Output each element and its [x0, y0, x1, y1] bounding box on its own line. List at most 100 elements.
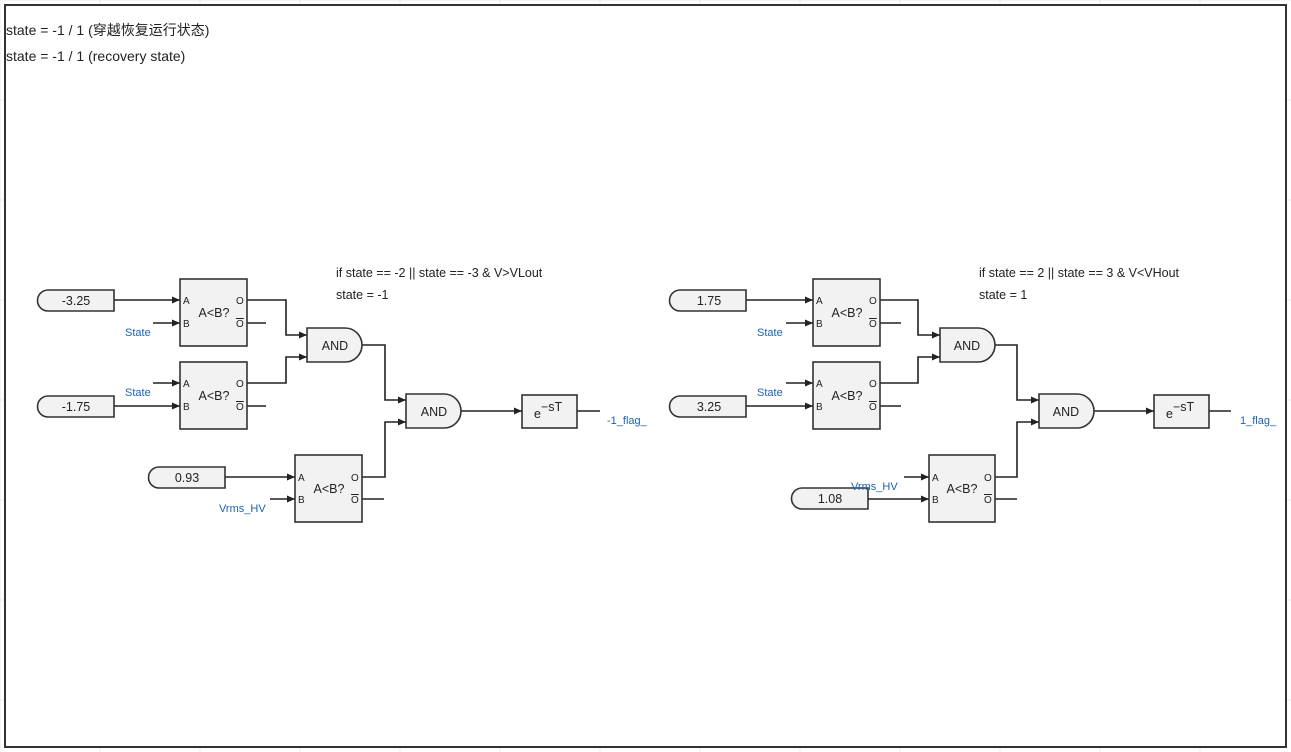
- constant-box: [790, 487, 869, 510]
- left-comparator-2[interactable]: A<B? A B O O: [179, 361, 248, 430]
- right-constant-3[interactable]: 1.08: [790, 487, 869, 510]
- and-gate-label: AND: [1053, 405, 1079, 419]
- arrowhead: [287, 495, 295, 503]
- comparator-label: A<B?: [947, 482, 978, 496]
- port-a-label: A: [816, 379, 823, 390]
- left-condition-note: if state == -2 || state == -3 & V>VLout: [336, 266, 543, 280]
- constant-value: 3.25: [697, 400, 721, 414]
- arrowhead: [299, 331, 307, 339]
- comparator-label: A<B?: [832, 389, 863, 403]
- port-obar-label: O: [869, 402, 877, 413]
- constant-box: [36, 395, 115, 418]
- port-o-label: O: [869, 379, 877, 390]
- port-b-label: B: [816, 402, 823, 413]
- arrowhead: [921, 495, 929, 503]
- and-gate-label: AND: [954, 339, 980, 353]
- port-obar-label: O: [236, 402, 244, 413]
- constant-box: [36, 289, 115, 312]
- port-o-label: O: [351, 473, 359, 484]
- port-a-label: A: [183, 379, 190, 390]
- arrowhead: [398, 396, 406, 404]
- right-comparator-2[interactable]: A<B? A B O O: [812, 361, 881, 430]
- arrowhead: [514, 407, 522, 415]
- right-and-gate-2[interactable]: AND: [1038, 393, 1095, 429]
- comparator-block: [179, 361, 248, 430]
- signal-label-state: State: [125, 387, 151, 399]
- right-constant-2[interactable]: 3.25: [668, 395, 747, 418]
- port-a-label: A: [298, 473, 305, 484]
- comparator-block: [812, 361, 881, 430]
- signal-label-vrms: Vrms_HV: [851, 481, 898, 493]
- delay-exponent: −sT: [1173, 400, 1195, 414]
- output-flag-label: 1_flag_: [1240, 415, 1277, 427]
- port-b-label: B: [816, 319, 823, 330]
- port-o-label: O: [236, 296, 244, 307]
- constant-box: [147, 466, 226, 489]
- right-comparator-1[interactable]: A<B? A B O O: [812, 278, 881, 347]
- header-line-1: state = -1 / 1 (穿越恢复运行状态): [6, 22, 209, 38]
- and-gate-label: AND: [421, 405, 447, 419]
- signal-label-state: State: [125, 327, 151, 339]
- right-result-note: state = 1: [979, 288, 1027, 302]
- constant-value: -1.75: [62, 400, 91, 414]
- port-b-label: B: [183, 402, 190, 413]
- and-gate-shape: [1038, 393, 1095, 429]
- arrowhead: [932, 331, 940, 339]
- arrowhead: [299, 353, 307, 361]
- wire: [880, 299, 940, 336]
- port-obar-label: O: [984, 495, 992, 506]
- right-delay-block[interactable]: e −sT: [1153, 394, 1210, 429]
- delay-base: e: [534, 407, 541, 421]
- wire: [247, 356, 307, 384]
- port-b-label: B: [932, 495, 939, 506]
- arrowhead: [921, 473, 929, 481]
- constant-box: [668, 289, 747, 312]
- constant-value: 0.93: [175, 471, 199, 485]
- signal-label-state: State: [757, 387, 783, 399]
- comparator-label: A<B?: [199, 389, 230, 403]
- and-gate-shape: [306, 327, 363, 363]
- wire: [362, 421, 406, 478]
- left-and-gate-2[interactable]: AND: [405, 393, 462, 429]
- left-logic-group: if state == -2 || state == -3 & V>VLout …: [36, 266, 648, 523]
- left-delay-block[interactable]: e −sT: [521, 394, 578, 429]
- constant-value: 1.75: [697, 294, 721, 308]
- arrowhead: [1031, 418, 1039, 426]
- left-wires: [114, 299, 600, 500]
- left-result-note: state = -1: [336, 288, 389, 302]
- left-constant-2[interactable]: -1.75: [36, 395, 115, 418]
- comparator-label: A<B?: [199, 306, 230, 320]
- constant-box: [668, 395, 747, 418]
- signal-label-vrms: Vrms_HV: [219, 503, 266, 515]
- left-and-gate-1[interactable]: AND: [306, 327, 363, 363]
- arrowhead: [398, 418, 406, 426]
- port-b-label: B: [183, 319, 190, 330]
- left-comparator-1[interactable]: A<B? A B O O: [179, 278, 248, 347]
- comparator-block: [812, 278, 881, 347]
- port-b-label: B: [298, 495, 305, 506]
- right-comparator-3[interactable]: A<B? A B O O: [928, 454, 996, 523]
- left-constant-1[interactable]: -3.25: [36, 289, 115, 312]
- arrowhead: [932, 353, 940, 361]
- arrowhead: [805, 296, 813, 304]
- arrowhead: [805, 402, 813, 410]
- delay-block: [521, 394, 578, 429]
- delay-exponent: −sT: [541, 400, 563, 414]
- right-and-gate-1[interactable]: AND: [939, 327, 996, 363]
- constant-value: -3.25: [62, 294, 91, 308]
- port-obar-label: O: [351, 495, 359, 506]
- left-comparator-3[interactable]: A<B? A B O O: [294, 454, 363, 523]
- port-o-label: O: [869, 296, 877, 307]
- port-a-label: A: [932, 473, 939, 484]
- right-constant-1[interactable]: 1.75: [668, 289, 747, 312]
- wire: [362, 344, 406, 401]
- and-gate-shape: [405, 393, 462, 429]
- and-gate-shape: [939, 327, 996, 363]
- delay-base: e: [1166, 407, 1173, 421]
- right-logic-group: if state == 2 || state == 3 & V<VHout st…: [668, 266, 1277, 523]
- arrowhead: [805, 319, 813, 327]
- left-constant-3[interactable]: 0.93: [147, 466, 226, 489]
- signal-label-state: State: [757, 327, 783, 339]
- arrowhead: [172, 319, 180, 327]
- wire: [247, 299, 307, 336]
